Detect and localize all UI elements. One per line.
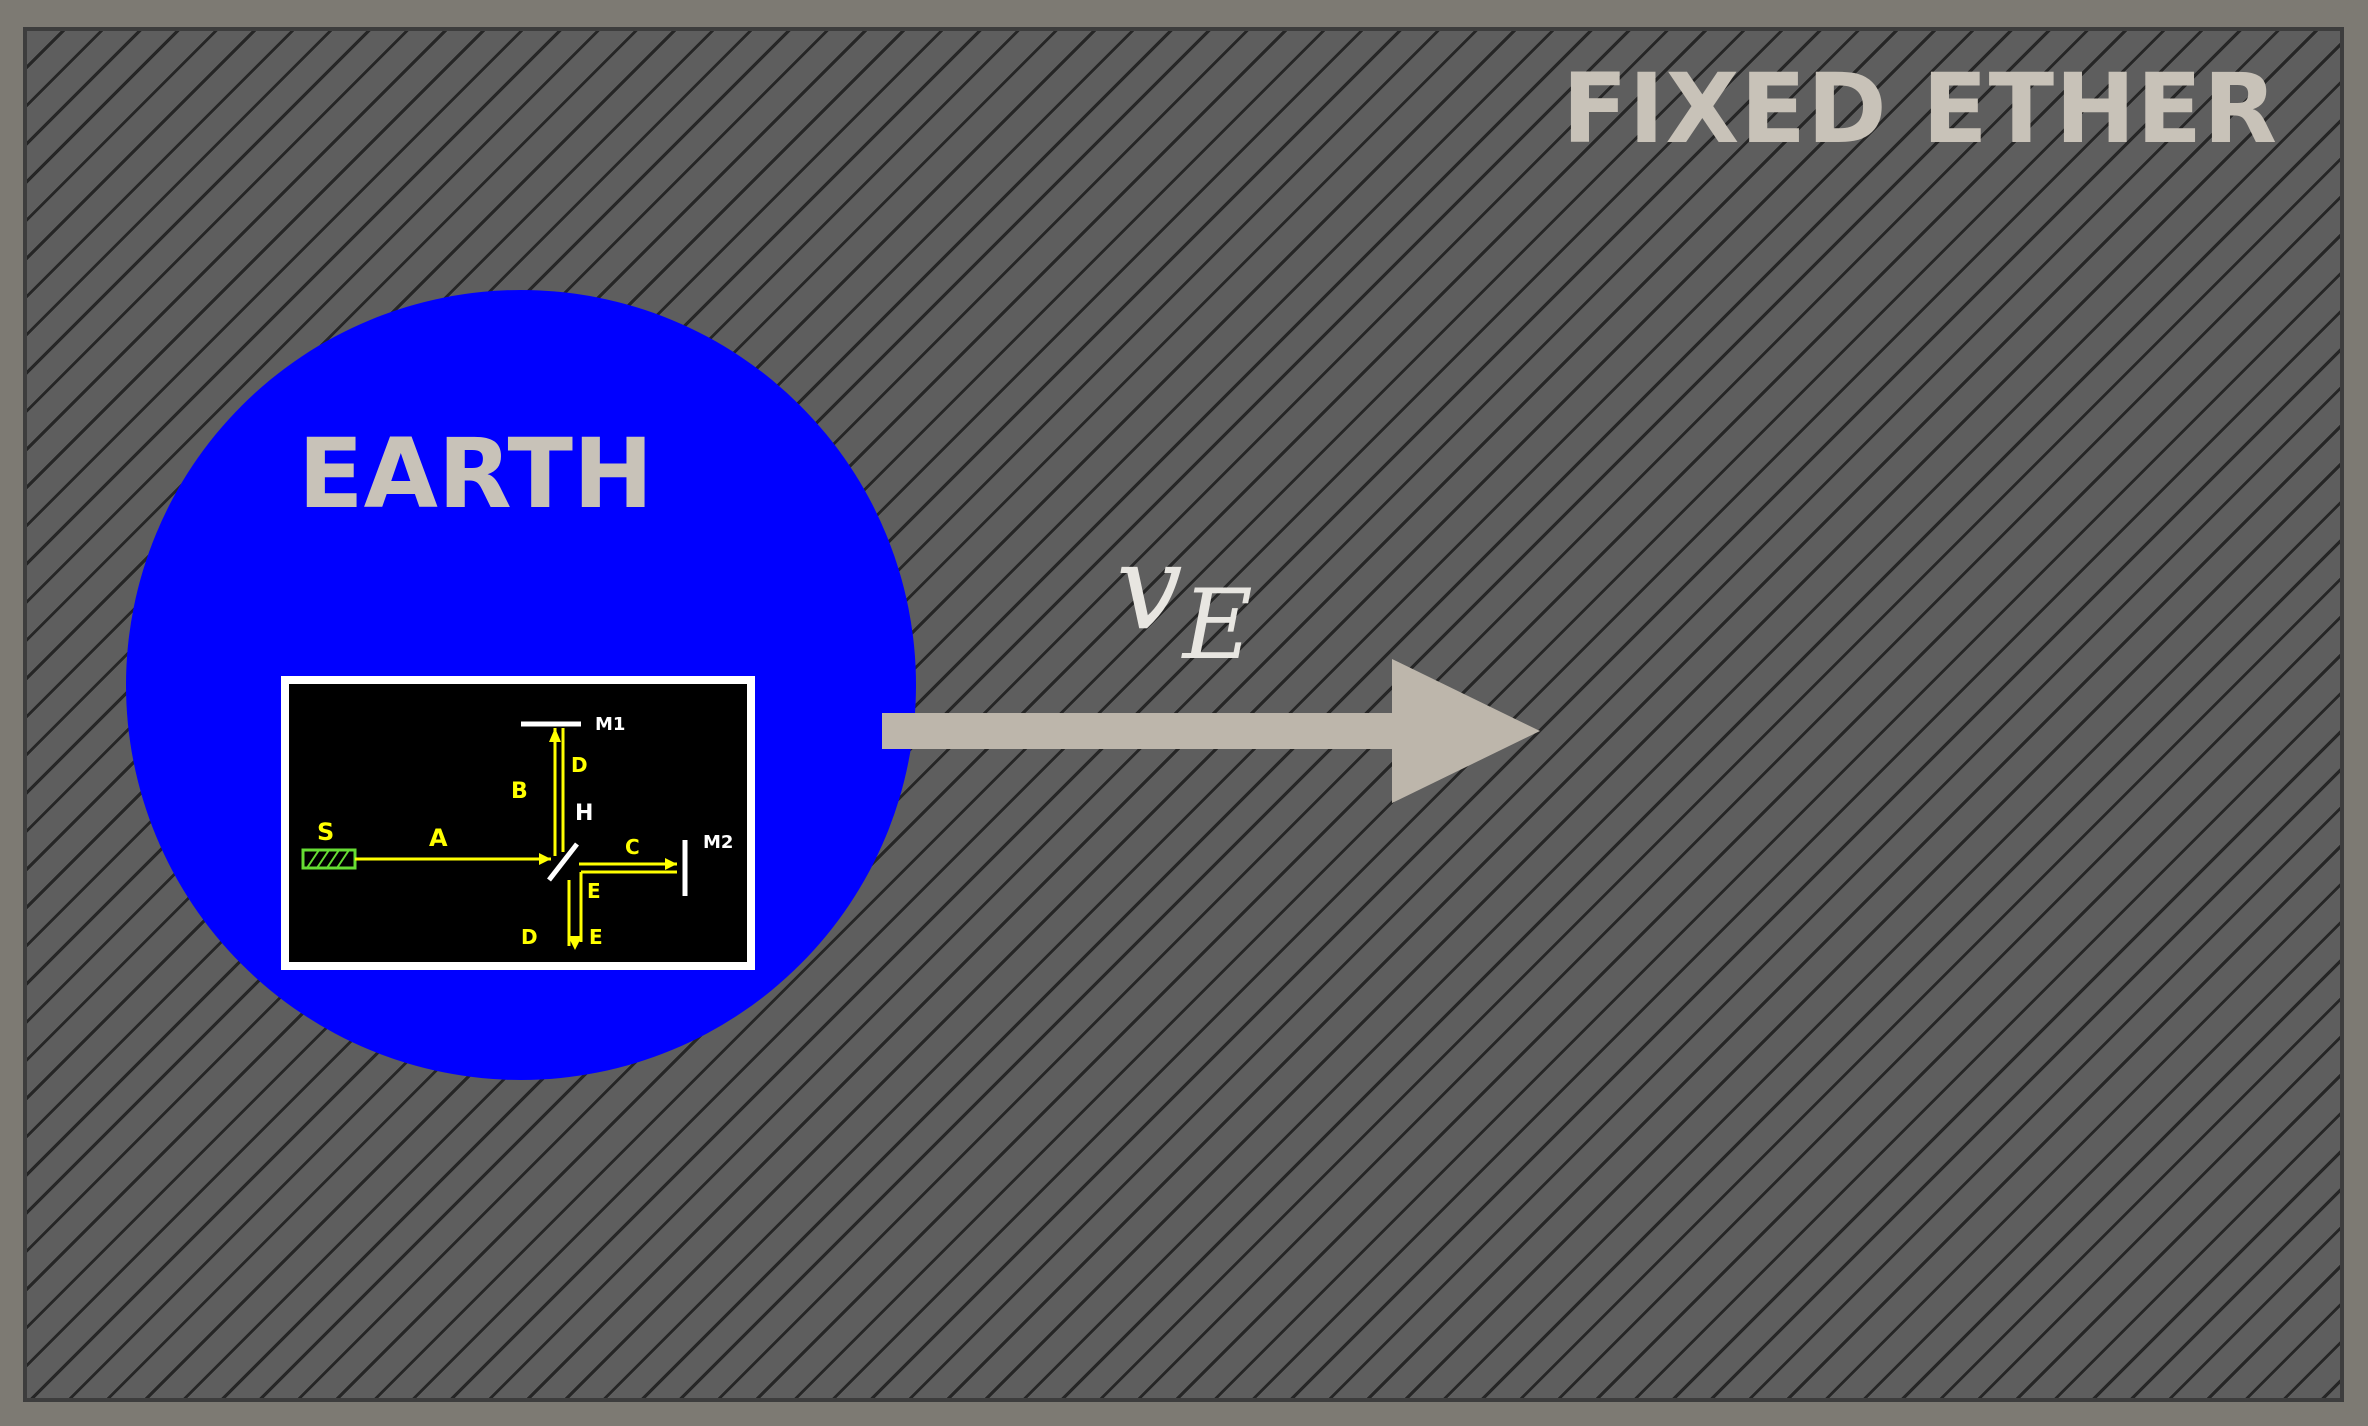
beam-a-arrowhead: [539, 853, 551, 865]
velocity-symbol: v: [1116, 518, 1183, 656]
label-m2: M2: [703, 832, 733, 853]
velocity-arrow-head: [1392, 659, 1540, 803]
interferometer-diagram: S A B D H C E D E M1 M2: [281, 676, 755, 970]
label-b: B: [511, 779, 528, 804]
label-a: A: [429, 824, 448, 852]
interferometer-svg: S A B D H C E D E M1 M2: [301, 714, 733, 950]
velocity-label: vE: [1116, 528, 1253, 673]
label-c: C: [625, 835, 640, 859]
label-d-top: D: [571, 753, 588, 777]
label-e-bottom: E: [589, 925, 603, 949]
light-source-hatching: [306, 849, 350, 869]
fixed-ether-label: FIXED ETHER: [1562, 53, 2278, 165]
label-m1: M1: [595, 714, 625, 735]
output-arrowhead: [568, 936, 582, 950]
velocity-subscript: E: [1182, 569, 1253, 681]
label-s: S: [317, 818, 334, 846]
label-e-middle: E: [587, 879, 601, 903]
beam-b-arrowhead: [549, 728, 561, 742]
beam-c-arrowhead: [665, 858, 677, 870]
velocity-arrow-shaft: [882, 713, 1394, 749]
label-d-bottom: D: [521, 925, 538, 949]
earth-label: EARTH: [298, 418, 654, 530]
half-mirror: [547, 842, 579, 882]
label-h: H: [575, 801, 593, 826]
